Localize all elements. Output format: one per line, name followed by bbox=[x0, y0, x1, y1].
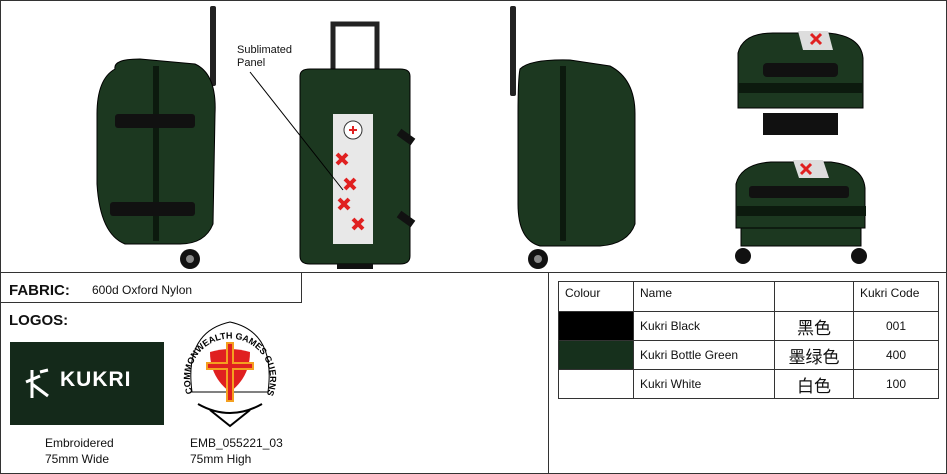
kukri-caption-line1: Embroidered bbox=[45, 436, 114, 450]
colour-chinese-name: 白色 bbox=[774, 369, 854, 399]
kukri-wordmark: KUKRI bbox=[60, 368, 132, 391]
colour-chinese-name: 墨绿色 bbox=[774, 340, 854, 370]
colour-table-header: Colour Name Kukri Code bbox=[558, 281, 939, 312]
header-blank bbox=[774, 281, 854, 312]
bag-front-view bbox=[299, 21, 416, 269]
colour-swatch bbox=[558, 311, 634, 341]
kukri-logo-icon bbox=[25, 368, 49, 398]
bag-bottom-view bbox=[735, 160, 867, 264]
colour-table: Colour Name Kukri Code Kukri Black 黑色 00… bbox=[558, 281, 939, 399]
svg-text:COMMONWEALTH GAMES GUERNSEY: COMMONWEALTH GAMES GUERNSEY bbox=[177, 304, 278, 397]
fabric-box bbox=[0, 272, 302, 303]
colour-code: 100 bbox=[853, 369, 939, 399]
logos-label: LOGOS: bbox=[9, 312, 69, 329]
kukri-logo-caption: Embroidered 75mm Wide bbox=[45, 435, 114, 467]
colour-chinese-name: 黑色 bbox=[774, 311, 854, 341]
fabric-value: 600d Oxford Nylon bbox=[92, 283, 193, 297]
cwg-caption-line2: 75mm High bbox=[190, 452, 252, 466]
cwg-caption-line1: EMB_055221_03 bbox=[190, 436, 283, 450]
colour-swatch bbox=[558, 340, 634, 370]
table-row: Kukri White 白色 100 bbox=[558, 369, 939, 399]
kukri-caption-line2: 75mm Wide bbox=[45, 452, 110, 466]
header-kukri-code: Kukri Code bbox=[853, 281, 939, 312]
header-colour: Colour bbox=[558, 281, 634, 312]
crest-ring-textpath: COMMONWEALTH GAMES GUERNSEY bbox=[177, 304, 278, 397]
cwg-logo-caption: EMB_055221_03 75mm High bbox=[190, 435, 283, 467]
header-name: Name bbox=[633, 281, 775, 312]
bag-side-view-left bbox=[96, 6, 216, 269]
colour-code: 400 bbox=[853, 340, 939, 370]
colour-swatch bbox=[558, 369, 634, 399]
bag-top-view bbox=[737, 31, 864, 135]
table-row: Kukri Bottle Green 墨绿色 400 bbox=[558, 340, 939, 370]
colour-name: Kukri White bbox=[633, 369, 775, 399]
table-row: Kukri Black 黑色 001 bbox=[558, 311, 939, 341]
panel-divider bbox=[548, 273, 549, 474]
kukri-logo bbox=[10, 342, 164, 425]
colour-code: 001 bbox=[853, 311, 939, 341]
bag-side-view-right bbox=[510, 6, 636, 269]
fabric-label: FABRIC: bbox=[9, 282, 70, 299]
callout-line2: Panel bbox=[237, 57, 266, 69]
callout-leader-line bbox=[249, 71, 344, 191]
callout-line1: Sublimated bbox=[237, 44, 293, 56]
commonwealth-games-guernsey-crest-icon bbox=[190, 321, 270, 428]
colour-name: Kukri Black bbox=[633, 311, 775, 341]
crest-ring-text: COMMONWEALTH GAMES GUERNSEY bbox=[177, 304, 278, 397]
sublimated-panel-callout: Sublimated Panel bbox=[237, 44, 292, 70]
colour-name: Kukri Bottle Green bbox=[633, 340, 775, 370]
